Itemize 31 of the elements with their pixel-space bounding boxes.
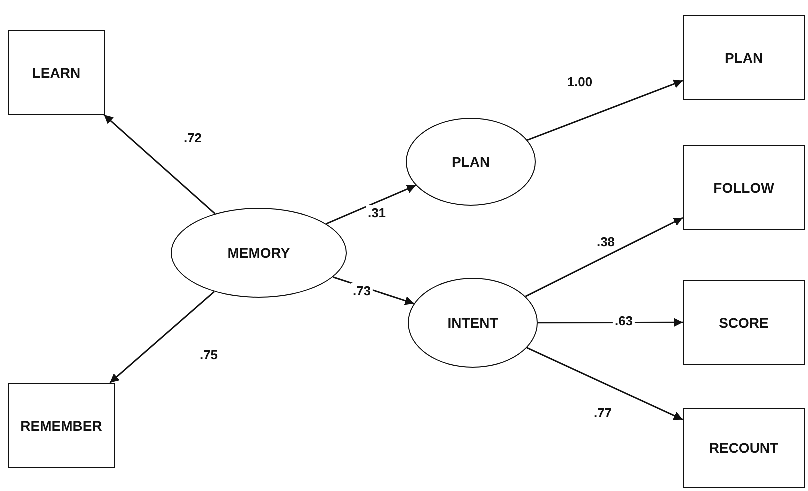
node-label: INTENT bbox=[448, 315, 498, 331]
arrow bbox=[525, 217, 684, 298]
arrow bbox=[110, 291, 216, 384]
node-label: SCORE bbox=[719, 314, 769, 330]
observed-variable-box bbox=[8, 30, 105, 115]
arrow bbox=[332, 276, 414, 306]
edge-label: .31 bbox=[366, 206, 388, 220]
arrow bbox=[538, 318, 683, 328]
node-label: LEARN bbox=[32, 64, 81, 80]
node-label: PLAN bbox=[452, 154, 490, 170]
observed-variable-box bbox=[8, 383, 115, 468]
node-label: REMEMBER bbox=[20, 418, 102, 434]
arrow bbox=[104, 114, 216, 215]
arrow bbox=[526, 347, 684, 421]
observed-variable-box bbox=[683, 408, 805, 488]
observed-variable-box bbox=[683, 15, 805, 100]
observed-variable-box bbox=[683, 145, 805, 230]
edge-label: .73 bbox=[350, 284, 374, 298]
edge-label: .75 bbox=[198, 348, 220, 362]
edge-label: .63 bbox=[612, 314, 636, 328]
node-label: MEMORY bbox=[228, 245, 290, 261]
node-label: PLAN bbox=[724, 50, 764, 66]
arrow bbox=[326, 184, 416, 225]
edge-label: .72 bbox=[182, 130, 204, 146]
edge-label: 1.00 bbox=[565, 74, 595, 90]
node-label: RECOUNT bbox=[709, 440, 779, 456]
observed-variable-box bbox=[683, 280, 805, 365]
edge-label: .38 bbox=[594, 234, 618, 250]
edge-label: .77 bbox=[592, 406, 614, 420]
arrow bbox=[527, 80, 684, 142]
node-label: FOLLOW bbox=[714, 180, 774, 196]
